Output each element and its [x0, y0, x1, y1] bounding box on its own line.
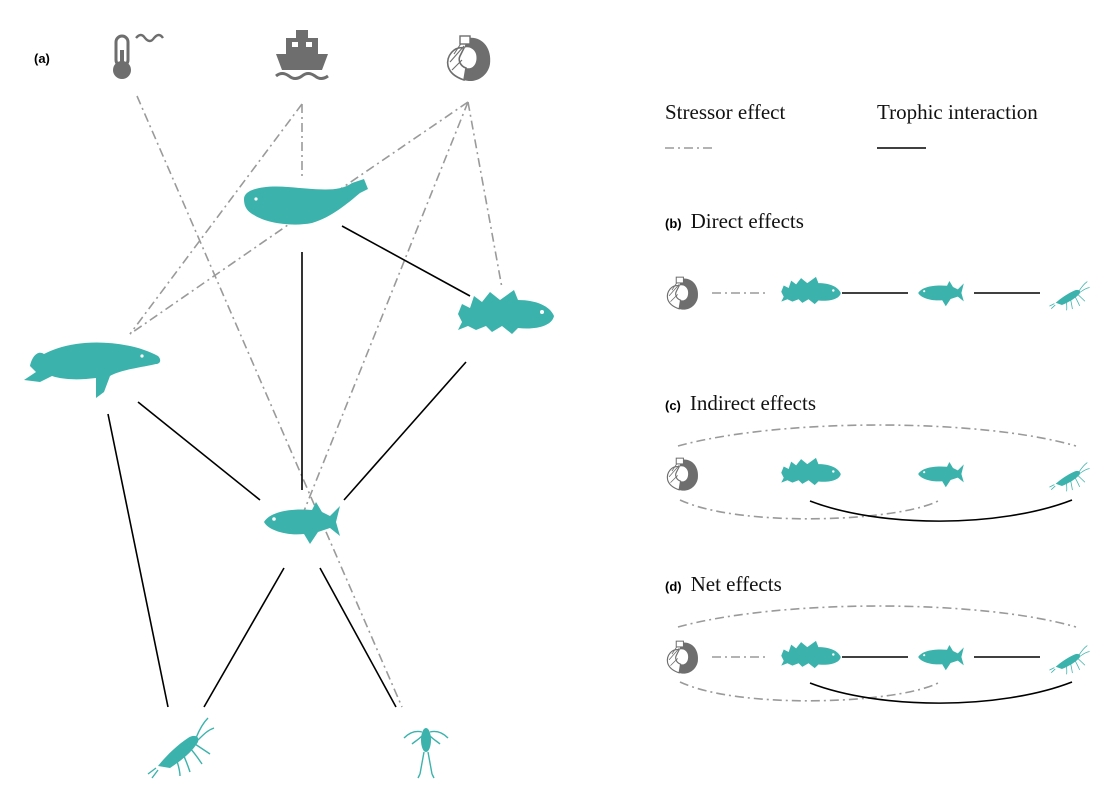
- krill-icon: [1048, 639, 1091, 679]
- panel-b-heading: (b) Direct effects: [665, 209, 804, 233]
- legend-stressor-label: Stressor effect: [665, 100, 785, 124]
- krill-icon: [1048, 275, 1091, 315]
- beluga-whale-icon: [244, 179, 368, 225]
- krill-icon: [1048, 456, 1091, 496]
- thermometer-icon: [113, 33, 164, 79]
- legend-trophic-label: Trophic interaction: [877, 100, 1038, 124]
- fishing-net-icon: [666, 276, 699, 311]
- fishing-net-icon: [666, 640, 699, 675]
- ship-icon: [275, 30, 329, 80]
- cod-icon: [458, 290, 554, 334]
- panel-b-diagram: [666, 275, 1091, 315]
- cod-icon: [781, 640, 841, 669]
- fishing-net-icon: [446, 35, 492, 82]
- herring-icon: [918, 462, 964, 488]
- trophic-links: [107, 225, 471, 708]
- panel-d-heading: (d) Net effects: [665, 572, 782, 596]
- copepod-icon: [403, 728, 449, 779]
- cod-icon: [781, 457, 841, 486]
- panel-c-diagram: [666, 424, 1091, 522]
- humpback-whale-icon: [24, 342, 161, 398]
- cod-icon: [781, 276, 841, 305]
- panel-a-tag: (a): [34, 51, 50, 66]
- fishing-net-icon: [666, 457, 699, 492]
- panel-c-heading: (c) Indirect effects: [665, 391, 816, 415]
- herring-icon: [918, 281, 964, 307]
- krill-icon: [147, 717, 215, 779]
- stressor-links: [129, 95, 503, 708]
- panel-d-diagram: [666, 605, 1091, 704]
- herring-icon: [918, 645, 964, 671]
